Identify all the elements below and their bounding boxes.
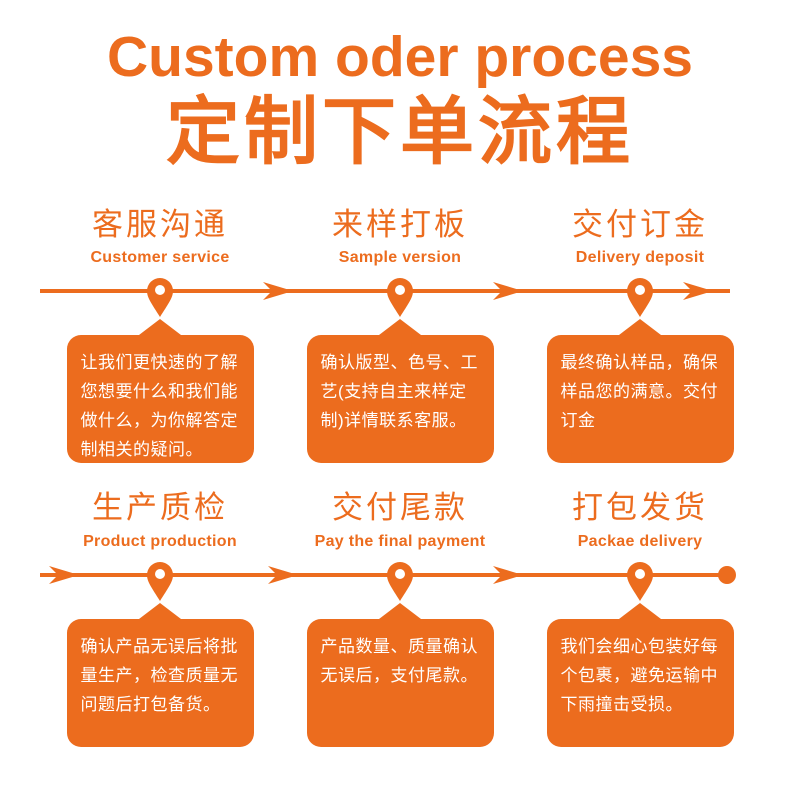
step-2-title-en: Sample version — [338, 249, 462, 267]
step-3-bubble: 最终确认样品，确保样品您的满意。交付订金 — [520, 317, 760, 464]
map-pin-icon — [387, 562, 413, 602]
step-5-description-box: 产品数量、质量确认无误后，支付尾款。 — [306, 619, 494, 748]
step-6-description: 我们会细心包装好每个包裹，避免运输中下雨撞击受损。 — [560, 637, 718, 715]
step-1-header: 客服沟通 Customer service — [40, 206, 280, 268]
step-2-title-zh: 来样打板 — [332, 206, 468, 242]
step-4-header: 生产质检 Product production — [40, 489, 280, 551]
map-pin-icon — [387, 278, 413, 318]
step-3-description: 最终确认样品，确保样品您的满意。交付订金 — [560, 353, 718, 431]
arrow-icon — [268, 566, 298, 585]
bubble-pointer — [139, 319, 181, 336]
arrow-icon — [493, 566, 523, 585]
step-4-bubble: 确认产品无误后将批量生产，检查质量无问题后打包备货。 — [40, 601, 280, 748]
step-1-title-zh: 客服沟通 — [92, 206, 228, 242]
map-pin-icon — [627, 562, 653, 602]
page-title-english: Custom oder process — [107, 25, 693, 89]
step-5-header: 交付尾款 Pay the final payment — [280, 489, 520, 551]
step-3-header: 交付订金 Delivery deposit — [520, 206, 760, 268]
arrow-icon — [263, 282, 293, 301]
arrow-icon — [49, 566, 79, 585]
bubble-pointer — [379, 603, 421, 620]
step-3-description-box: 最终确认样品，确保样品您的满意。交付订金 — [546, 335, 734, 464]
step-2-description: 确认版型、色号、工艺(支持自主来样定制)详情联系客服。 — [320, 353, 478, 431]
bubble-pointer — [619, 319, 661, 336]
step-4-description-box: 确认产品无误后将批量生产，检查质量无问题后打包备货。 — [66, 619, 254, 748]
process-row-2: 生产质检 Product production 交付尾款 Pay the fin… — [0, 489, 800, 748]
step-4-description: 确认产品无误后将批量生产，检查质量无问题后打包备货。 — [80, 637, 238, 715]
step-6-title-zh: 打包发货 — [572, 490, 708, 526]
map-pin-icon — [627, 278, 653, 318]
step-4-title-en: Product production — [83, 533, 237, 551]
step-1-bubble: 让我们更快速的了解您想要什么和我们能做什么，为你解答定制相关的疑问。 — [40, 317, 280, 464]
bubble-pointer — [379, 319, 421, 336]
step-6-description-box: 我们会细心包装好每个包裹，避免运输中下雨撞击受损。 — [546, 619, 734, 748]
step-1-description: 让我们更快速的了解您想要什么和我们能做什么，为你解答定制相关的疑问。 — [80, 353, 238, 460]
end-dot-icon — [718, 566, 736, 585]
arrow-icon — [493, 282, 523, 301]
step-2-description-box: 确认版型、色号、工艺(支持自主来样定制)详情联系客服。 — [306, 335, 494, 464]
poster: Custom oder process 定制下单流程 客服沟通 Customer… — [0, 26, 800, 800]
flow-line-row-2 — [40, 562, 736, 602]
step-6-title-en: Packae delivery — [577, 533, 703, 551]
step-1-description-box: 让我们更快速的了解您想要什么和我们能做什么，为你解答定制相关的疑问。 — [66, 335, 254, 464]
map-pin-icon — [147, 562, 173, 602]
bubble-pointer — [619, 603, 661, 620]
step-5-description: 产品数量、质量确认无误后，支付尾款。 — [320, 637, 478, 686]
step-4-title-zh: 生产质检 — [92, 490, 228, 526]
step-5-title-zh: 交付尾款 — [332, 490, 468, 526]
step-6-bubble: 我们会细心包装好每个包裹，避免运输中下雨撞击受损。 — [520, 601, 760, 748]
flow-line-row-1 — [40, 278, 730, 318]
arrow-icon — [683, 282, 713, 301]
step-6-header: 打包发货 Packae delivery — [520, 489, 760, 551]
step-5-bubble: 产品数量、质量确认无误后，支付尾款。 — [280, 601, 520, 748]
page-title-chinese: 定制下单流程 — [166, 88, 634, 175]
step-1-title-en: Customer service — [90, 249, 230, 267]
step-5-title-en: Pay the final payment — [314, 533, 486, 551]
step-2-header: 来样打板 Sample version — [280, 206, 520, 268]
bubble-pointer — [139, 603, 181, 620]
map-pin-icon — [147, 278, 173, 318]
step-3-title-en: Delivery deposit — [575, 249, 705, 267]
process-row-1: 客服沟通 Customer service 来样打板 Sample versio… — [0, 206, 800, 464]
step-3-title-zh: 交付订金 — [572, 206, 708, 242]
step-2-bubble: 确认版型、色号、工艺(支持自主来样定制)详情联系客服。 — [280, 317, 520, 464]
